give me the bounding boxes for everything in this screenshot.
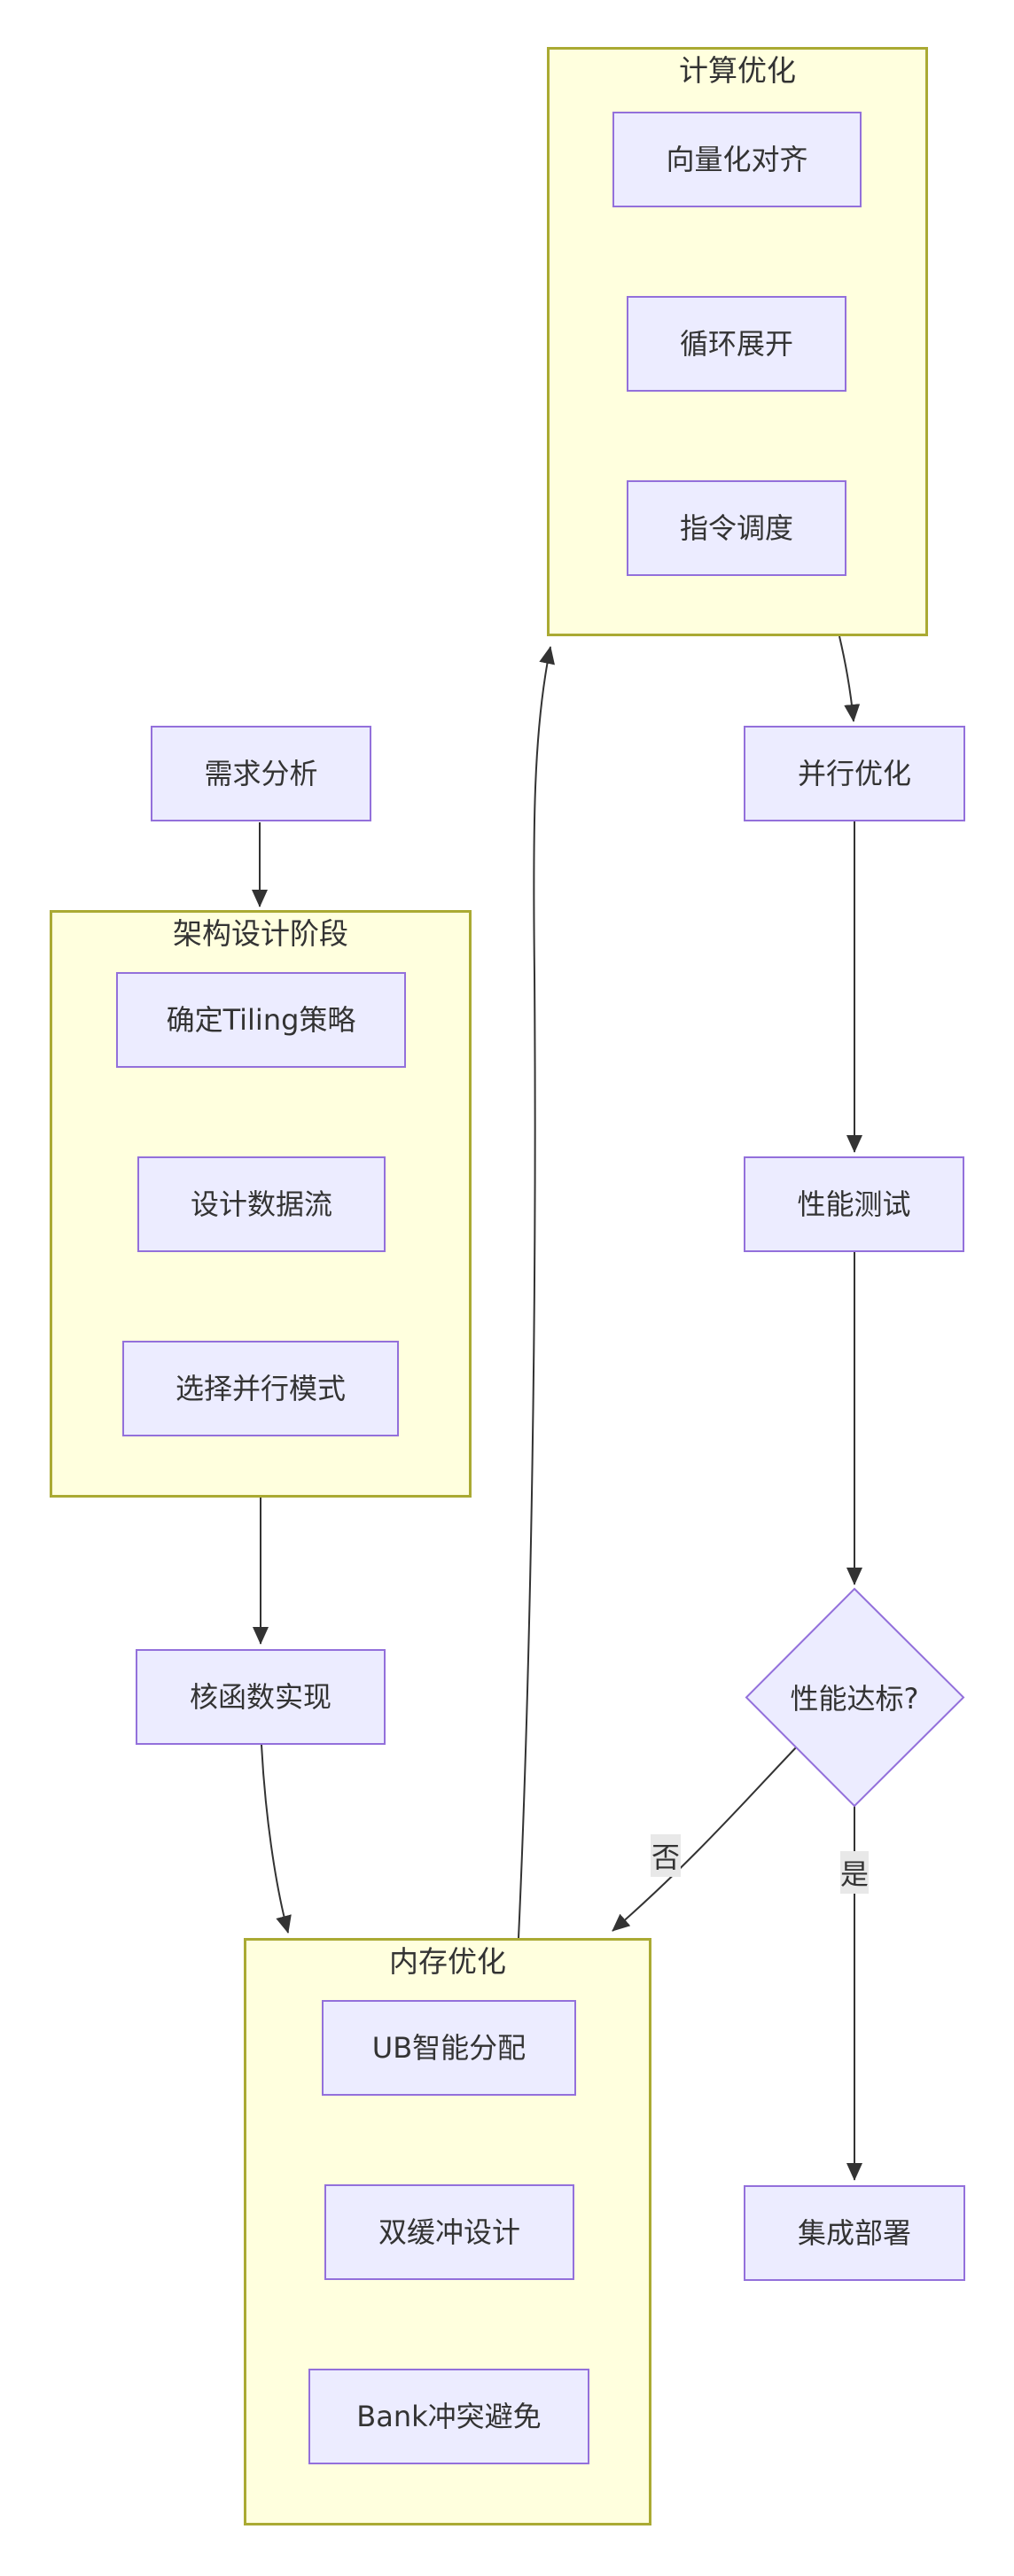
node-kernel-implementation: 核函数实现	[136, 1649, 386, 1745]
edge-kernel-to-memory	[261, 1744, 292, 1934]
node-performance-testing: 性能测试	[744, 1156, 964, 1252]
node-parallel-mode-selection: 选择并行模式	[122, 1341, 399, 1436]
cluster-memory-title: 内存优化	[389, 1944, 506, 1979]
edge-label-no: 否	[651, 1834, 681, 1877]
node-parallel-optimization: 并行优化	[744, 726, 965, 821]
edge-compute-to-parallel	[838, 635, 861, 722]
node-instruction-scheduling: 指令调度	[627, 480, 846, 576]
node-dataflow-design: 设计数据流	[137, 1156, 386, 1252]
node-integration-deployment: 集成部署	[744, 2185, 965, 2281]
node-performance-met-decision: 性能达标?	[790, 1682, 919, 1716]
node-loop-unrolling: 循环展开	[627, 296, 846, 392]
node-ub-smart-allocation: UB智能分配	[322, 2000, 576, 2096]
cluster-architecture-title: 架构设计阶段	[173, 916, 348, 951]
edge-label-yes: 是	[840, 1851, 869, 1894]
node-bank-conflict-avoidance: Bank冲突避免	[308, 2369, 589, 2464]
node-tiling-strategy: 确定Tiling策略	[116, 972, 406, 1068]
node-requirements-analysis: 需求分析	[151, 726, 371, 821]
edge-decision-no-to-memory	[612, 1745, 799, 1932]
edge-memory-to-compute	[518, 646, 555, 1939]
cluster-compute-title: 计算优化	[679, 53, 796, 88]
node-double-buffer-design: 双缓冲设计	[324, 2184, 574, 2280]
node-vectorization-alignment: 向量化对齐	[612, 112, 862, 207]
